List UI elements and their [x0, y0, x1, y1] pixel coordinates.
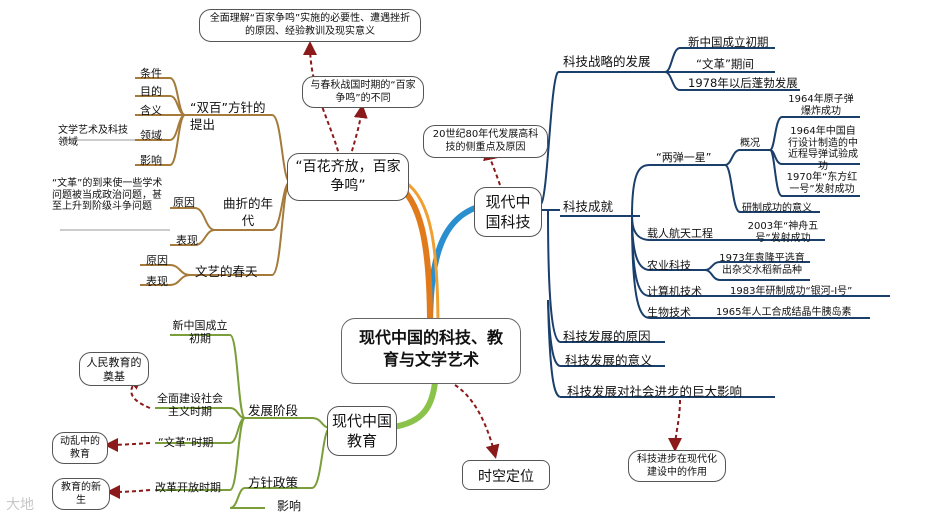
watermark: 大地 — [6, 497, 34, 513]
education-title: 现代中国教育 — [332, 412, 393, 450]
center-topic: 现代中国的科技、教育与文学艺术 — [341, 318, 521, 384]
strategy-label: 科技战略的发展 — [563, 54, 651, 69]
education-node: 现代中国教育 — [327, 406, 397, 456]
influence-label: 影响 — [277, 499, 302, 513]
strategy-item-1: 新中国成立初期 — [688, 35, 769, 49]
ach-1964a: 1964年原子弹爆炸成功 — [788, 94, 854, 117]
note-lines — [60, 139, 170, 231]
twist-reason: 原因 — [173, 196, 195, 209]
space-label: 载人航天工程 — [647, 227, 713, 240]
item-field: 领域 — [140, 129, 162, 142]
culture-node: “百花齐放，百家争鸣” — [287, 153, 409, 201]
culture-lines — [135, 77, 291, 286]
science-top-note: 20世纪80年代发展高科技的侧重点及原因 — [423, 125, 548, 158]
space-detail: 2003年“神舟五号”发射成功 — [747, 221, 819, 244]
wenge-note: “文革”的到来使一些学术问题被当成政治问题，甚至上升到阶级斗争问题 — [52, 178, 163, 212]
bio-label: 生物技术 — [647, 306, 691, 319]
significance-label: 研制成功的意义 — [742, 203, 812, 214]
branch-culture-2 — [404, 180, 440, 331]
stage-4: 改革开放时期 — [155, 481, 221, 494]
stages-label: 发展阶段 — [248, 403, 299, 418]
bio-detail: 1965年人工合成结晶牛胰岛素 — [716, 307, 852, 318]
reason-label: 科技发展的原因 — [563, 329, 651, 344]
impact-note: 科技进步在现代化建设中的作用 — [628, 450, 726, 482]
spring-reason: 原因 — [146, 254, 168, 267]
science-node: 现代中国科技 — [474, 187, 542, 237]
two-bombs-label: “两弹一星” — [656, 151, 712, 164]
stage-1: 新中国成立初期 — [172, 319, 228, 345]
agri-label: 农业科技 — [647, 259, 691, 272]
spring-show: 表现 — [146, 275, 168, 288]
ach-1964b: 1964年中国自行设计制造的中近程导弹试验成功 — [788, 126, 858, 172]
achievements-label: 科技成就 — [563, 199, 614, 214]
spring-label: 文艺的春天 — [195, 264, 258, 279]
meaning-label: 科技发展的意义 — [565, 353, 653, 368]
impact-label: 科技发展对社会进步的巨大影响 — [567, 384, 743, 399]
ach-1970: 1970年“东方红一号”发射成功 — [786, 172, 858, 195]
computer-detail: 1983年研制成功“银河-Ⅰ号” — [730, 286, 853, 297]
stage-3-note: 动乱中的教育 — [52, 432, 108, 464]
shuangbai-label: “双百”方针的提出 — [190, 100, 266, 132]
stage-2: 全面建设社会主义时期 — [157, 392, 223, 418]
item-influence: 影响 — [140, 154, 162, 167]
twist-show: 表现 — [176, 234, 198, 247]
science-title: 现代中国科技 — [485, 193, 531, 231]
item-meaning: 含义 — [140, 104, 162, 117]
strategy-item-3: 1978年以后蓬勃发展 — [688, 76, 798, 90]
item-purpose: 目的 — [140, 85, 162, 98]
policy-label: 方针政策 — [248, 475, 299, 490]
computer-label: 计算机技术 — [647, 285, 702, 298]
twist-label: 曲折的年代 — [223, 196, 274, 228]
item-condition: 条件 — [140, 67, 162, 80]
stage-4-note: 教育的新生 — [52, 478, 110, 510]
culture-compare-note: 与春秋战国时期的“百家争鸣”的不同 — [302, 76, 424, 108]
stage-3: “文革”时期 — [158, 436, 214, 449]
science-lines — [539, 47, 890, 398]
strategy-item-2: “文革”期间 — [696, 57, 754, 71]
center-title: 现代中国的科技、教育与文学艺术 — [358, 328, 503, 370]
culture-top-note: 全面理解“百家争鸣”实施的必要性、遭遇挫折的原因、经验教训及现实意义 — [199, 9, 421, 42]
agri-detail: 1973年袁隆平选育出杂交水稻新品种 — [719, 253, 805, 276]
culture-title: “百花齐放，百家争鸣” — [295, 159, 401, 194]
stage-1-note: 人民教育的奠基 — [79, 352, 149, 386]
overview-label: 概况 — [740, 138, 760, 149]
branch-culture — [393, 179, 433, 326]
field-note: 文学艺术及科技领域 — [58, 125, 128, 148]
time-space-node: 时空定位 — [462, 460, 550, 490]
